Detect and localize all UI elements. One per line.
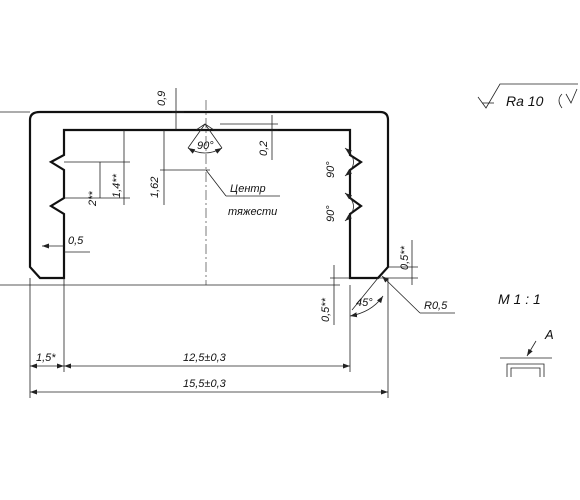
dim-groove-width-label: 2** <box>87 191 99 207</box>
angle-chamfer-label: 45° <box>356 297 373 309</box>
dim-top-thickness-label: 0,9 <box>156 91 168 106</box>
profile-outline <box>28 110 390 280</box>
dim-inner-step: 0,2 <box>214 115 278 160</box>
dim-outer-width-label: 15,5±0,3 <box>183 378 227 390</box>
angle-top-notch-label: 90° <box>197 140 214 152</box>
center-of-gravity-line2: тяжести <box>228 206 277 218</box>
roughness-symbol: Ra 10 <box>477 83 578 109</box>
dim-inner-width-label: 12,5±0,3 <box>183 352 227 364</box>
view-a: А <box>500 327 554 377</box>
dim-widths: 1,5* 12,5±0,3 15,5±0,3 <box>29 278 389 398</box>
dim-centroid-height: 1,62 <box>149 130 210 205</box>
view-a-label: А <box>544 327 554 342</box>
angle-top-notch: 90° <box>187 123 223 154</box>
dim-centroid-height-label: 1,62 <box>149 177 161 198</box>
angle-right-upper: 90° <box>325 147 354 178</box>
dim-bottom-step-label: 0,5** <box>320 297 332 322</box>
roughness-label: Ra 10 <box>506 93 544 109</box>
dim-radius-label: R0,5 <box>424 300 448 312</box>
angle-chamfer: 45° <box>349 277 384 318</box>
dim-right-step-label: 0,5** <box>399 245 411 270</box>
angle-right-upper-label: 90° <box>325 161 337 178</box>
dim-bottom-step: 0,5** <box>320 265 350 325</box>
dim-top-thickness: 0,9 <box>156 88 184 130</box>
dim-radius: R0,5 <box>381 275 455 314</box>
angle-right-lower: 90° <box>325 192 354 222</box>
center-of-gravity-line1: Центр <box>230 183 266 195</box>
dim-lip-label: 0,5 <box>68 235 84 247</box>
center-of-gravity-callout: Центр тяжести <box>205 169 280 218</box>
angle-right-lower-label: 90° <box>325 205 337 222</box>
dim-groove-depth-label: 1,4** <box>111 173 123 198</box>
dim-inner-step-label: 0,2 <box>258 141 270 156</box>
scale-label: М 1 : 1 <box>498 291 541 307</box>
dim-right-step: 0,5** <box>378 240 418 285</box>
profile-contour <box>28 110 390 280</box>
dim-lip: 0,5 <box>42 235 90 253</box>
dim-lip-width-label: 1,5* <box>36 352 56 364</box>
dim-groove: 2** 1,4** <box>64 130 130 207</box>
